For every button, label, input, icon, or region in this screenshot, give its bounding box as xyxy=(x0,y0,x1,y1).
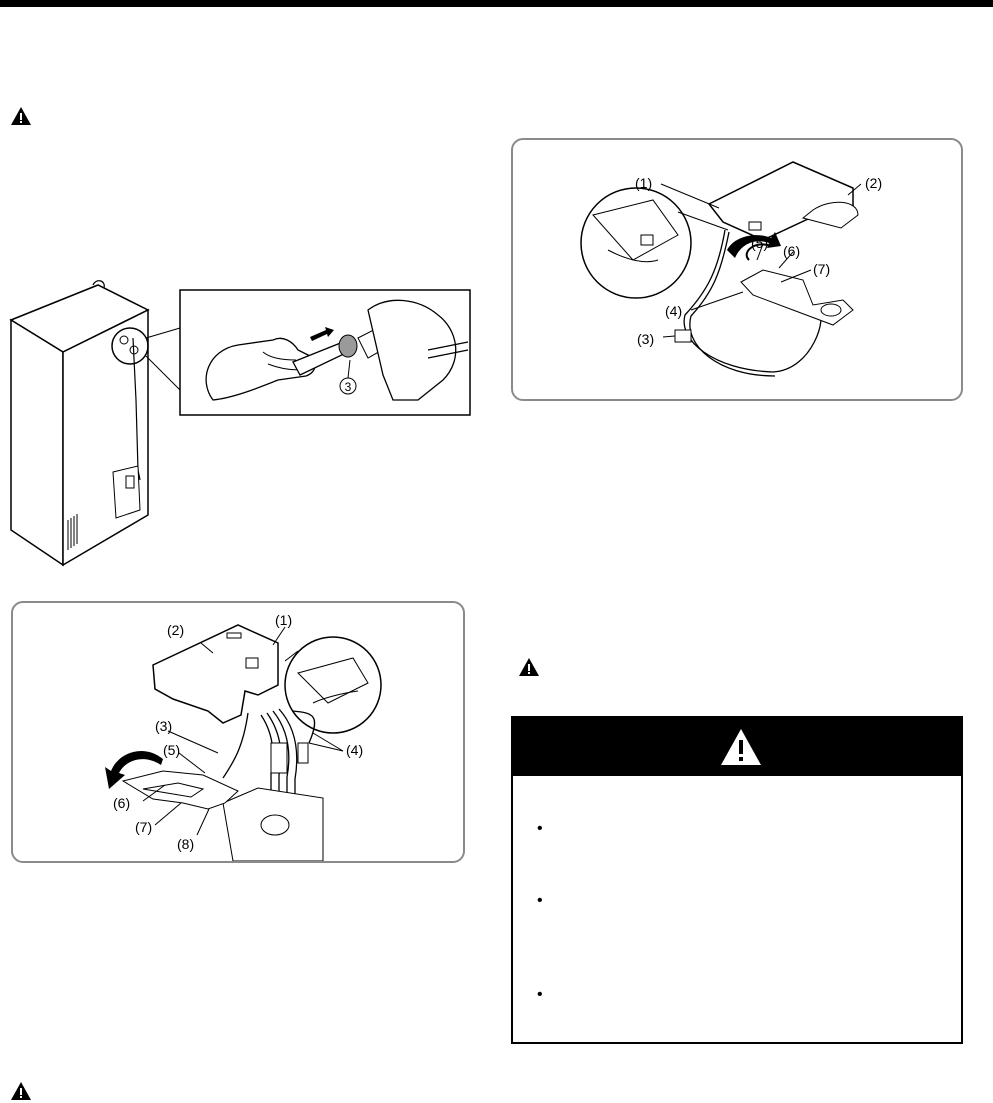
callout-2: (2) xyxy=(865,175,882,191)
caution-bullet-1: • xyxy=(537,820,543,837)
warning-triangle-icon xyxy=(519,658,539,676)
figure-panel-top-right: (1) (2) (3) (4) (5) (6) (7) xyxy=(511,138,963,401)
callout-7: (7) xyxy=(813,261,830,277)
callout-6: (6) xyxy=(113,795,130,811)
warning-triangle-icon xyxy=(11,1082,31,1100)
callout-6: (6) xyxy=(783,243,800,259)
callout-3: (3) xyxy=(155,718,172,734)
callout-7: (7) xyxy=(135,819,152,835)
callout-4: (4) xyxy=(346,742,363,758)
top-rule xyxy=(0,0,993,7)
exclamation-triangle-icon xyxy=(721,729,761,765)
caution-header xyxy=(513,718,961,776)
caution-bullet-3: • xyxy=(537,986,543,1003)
callout-3: (3) xyxy=(637,331,654,347)
control-box-removal-figure: (1) (2) (3) (4) (5) (6) (7) xyxy=(580,161,882,377)
callout-1: (1) xyxy=(275,612,292,628)
callout-1: (1) xyxy=(635,175,652,191)
callout-2: (2) xyxy=(167,622,184,638)
callout-5: (5) xyxy=(751,235,768,251)
caution-bullet-2: • xyxy=(537,892,543,909)
figure-panel-bottom-left: (2) (1) (3) (4) (5) (6) (7) (8) xyxy=(11,601,465,863)
refrigerator-unplug-figure: 3 xyxy=(9,280,471,567)
callout-5: (5) xyxy=(163,742,180,758)
caution-box: • • • xyxy=(511,716,963,1044)
callout-4: (4) xyxy=(665,303,682,319)
callout-8: (8) xyxy=(177,836,194,852)
callout-3-circled: 3 xyxy=(345,380,352,394)
bracket-removal-figure: (2) (1) (3) (4) (5) (6) (7) (8) xyxy=(105,612,382,862)
warning-triangle-icon xyxy=(11,107,31,125)
